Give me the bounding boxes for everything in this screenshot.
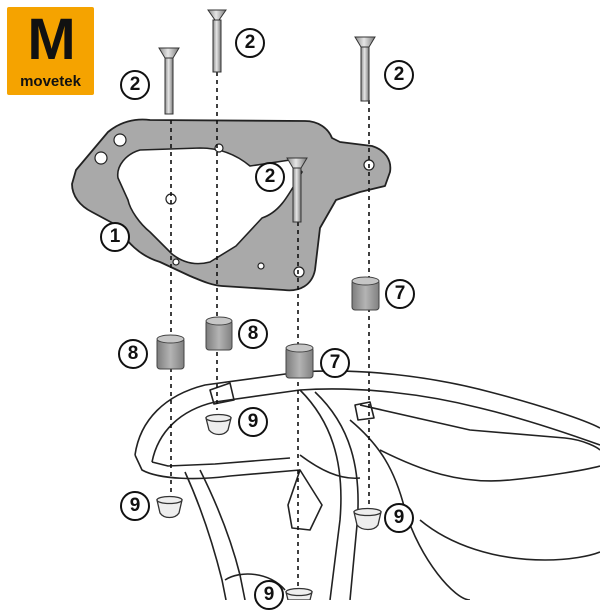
screw bbox=[354, 36, 376, 102]
screw bbox=[158, 47, 180, 115]
callout-part-9: 9 bbox=[238, 407, 268, 437]
callout-part-9: 9 bbox=[120, 491, 150, 521]
washer-nut bbox=[205, 413, 232, 436]
callout-part-9: 9 bbox=[254, 580, 284, 610]
washer-nut bbox=[353, 507, 382, 531]
callout-part-2: 2 bbox=[384, 60, 414, 90]
callout-part-2: 2 bbox=[235, 28, 265, 58]
callout-part-7: 7 bbox=[320, 348, 350, 378]
brand-logo: M movetek bbox=[7, 7, 94, 95]
callout-part-8: 8 bbox=[238, 319, 268, 349]
screw bbox=[207, 9, 227, 73]
spacer bbox=[285, 343, 314, 379]
washer-nut bbox=[285, 587, 313, 600]
logo-brand-text: movetek bbox=[20, 73, 81, 90]
callout-part-2: 2 bbox=[120, 70, 150, 100]
callout-part-7: 7 bbox=[385, 279, 415, 309]
assembly-axis-lines bbox=[170, 72, 370, 588]
callout-part-1: 1 bbox=[100, 222, 130, 252]
luggage-rack-frame bbox=[134, 370, 600, 600]
spacer bbox=[205, 316, 233, 351]
logo-letter: M bbox=[27, 7, 75, 72]
spacer bbox=[351, 276, 380, 311]
mounting-plate bbox=[71, 118, 392, 292]
washer-nut bbox=[156, 495, 183, 519]
callout-part-9: 9 bbox=[384, 503, 414, 533]
callout-part-2: 2 bbox=[255, 162, 285, 192]
spacer bbox=[156, 334, 185, 370]
callout-part-8: 8 bbox=[118, 339, 148, 369]
screw bbox=[286, 157, 308, 223]
